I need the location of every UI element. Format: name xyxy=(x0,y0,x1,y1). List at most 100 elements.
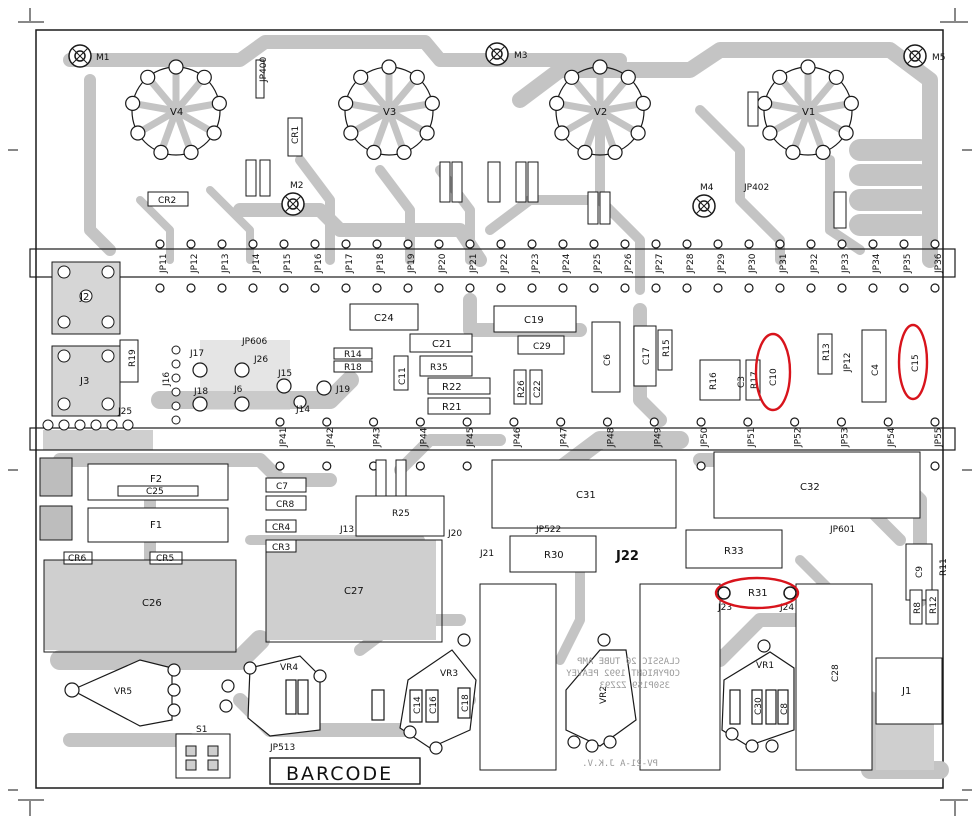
label-jp513: JP513 xyxy=(269,743,295,753)
label-c21: C21 xyxy=(432,339,452,350)
socket-pin xyxy=(785,144,801,160)
jumper-jp45: JP45 xyxy=(462,417,476,471)
label-j20: J20 xyxy=(447,529,462,539)
label-jp31: JP31 xyxy=(779,253,789,274)
socket-pin xyxy=(130,125,146,141)
label-jp20: JP20 xyxy=(438,253,448,274)
header-rails xyxy=(29,248,956,451)
label-r11: R11 xyxy=(939,558,949,576)
jumper-jp42: JP42 xyxy=(322,417,336,471)
jumper-pad xyxy=(322,461,332,471)
top-small-parts xyxy=(147,59,847,229)
label-c15: C15 xyxy=(911,354,921,372)
jumper-jp28: JP28 xyxy=(682,239,696,293)
label-v4: V4 xyxy=(170,107,183,118)
tube-socket-v2: V2 xyxy=(549,59,651,160)
label-vr3: VR3 xyxy=(440,669,458,679)
jumper-jp15: JP15 xyxy=(279,239,293,293)
pin-row-left xyxy=(42,419,134,431)
jumper-pad xyxy=(930,461,940,471)
silk-line-3: 3S0P1S9 Z2Z93 xyxy=(600,681,670,691)
jumper-pad xyxy=(248,239,258,249)
jumper-pad xyxy=(496,283,506,293)
label-c17: C17 xyxy=(642,347,652,365)
jumper-jp13: JP13 xyxy=(217,239,231,293)
label-f1: F1 xyxy=(150,520,162,531)
socket-pin xyxy=(757,95,773,111)
socket-pin xyxy=(206,125,222,141)
label-c7: C7 xyxy=(276,482,288,492)
jumper-pad xyxy=(775,283,785,293)
jumper-pad xyxy=(527,283,537,293)
mounting-hole-m5: M5 xyxy=(903,44,946,68)
socket-pin xyxy=(592,59,608,75)
jumper-jp36: JP36 xyxy=(930,239,944,293)
label-j15: J15 xyxy=(277,369,292,379)
jumper-pad xyxy=(322,417,332,427)
label-cr4: CR4 xyxy=(272,523,291,533)
jumper-pad xyxy=(462,461,472,471)
jumper-jp25: JP25 xyxy=(589,239,603,293)
label-c18: C18 xyxy=(461,694,471,712)
jumper-jp26: JP26 xyxy=(620,239,634,293)
hole-cross xyxy=(284,195,302,213)
label-jp32: JP32 xyxy=(810,253,820,274)
jumper-pad xyxy=(155,239,165,249)
jumper-pad xyxy=(509,417,519,427)
label-jp34: JP34 xyxy=(872,253,882,274)
jumper-pad xyxy=(310,283,320,293)
label-cr3: CR3 xyxy=(272,543,290,553)
label-jp43: JP43 xyxy=(373,427,383,448)
jumper-pad xyxy=(930,239,940,249)
jumper-pad xyxy=(465,239,475,249)
label-jp47: JP47 xyxy=(560,427,570,448)
jumper-pad xyxy=(589,239,599,249)
fuse-area xyxy=(39,457,445,653)
socket-pin xyxy=(140,69,156,85)
socket-pin xyxy=(168,59,184,75)
label-c25: C25 xyxy=(146,487,164,497)
jumper-pad xyxy=(836,417,847,427)
label-f2: F2 xyxy=(150,474,162,485)
jumper-pad xyxy=(186,283,196,293)
jumper-pad xyxy=(899,283,909,293)
jumper-jp18: JP18 xyxy=(372,239,386,293)
jumper-pad xyxy=(415,461,425,471)
label-vr1: VR1 xyxy=(756,661,774,671)
label-jp26: JP26 xyxy=(624,253,634,274)
jumper-pad xyxy=(275,417,285,427)
jumper-pad xyxy=(651,283,661,293)
label-vr4: VR4 xyxy=(280,663,298,673)
label-r30: R30 xyxy=(544,550,564,561)
jumper-pad xyxy=(899,239,909,249)
jumper-pad xyxy=(649,417,659,427)
jumper-pad xyxy=(462,417,472,427)
label-jp36: JP36 xyxy=(934,253,944,274)
jumper-pad xyxy=(790,417,800,427)
label-jp19: JP19 xyxy=(407,253,417,274)
label-c27: C27 xyxy=(344,586,364,597)
socket-pin xyxy=(607,144,623,160)
jumper-jp41: JP41 xyxy=(275,417,289,471)
label-c11: C11 xyxy=(398,367,408,385)
label-r15: R15 xyxy=(662,339,672,357)
label-jp14: JP14 xyxy=(252,253,262,274)
label-c9: C9 xyxy=(915,566,925,578)
jumper-pad xyxy=(248,283,258,293)
jumper-jp19: JP19 xyxy=(403,239,417,293)
jumper-pad xyxy=(744,283,754,293)
jumper-pad xyxy=(434,283,444,293)
highlight-marks xyxy=(714,323,929,610)
label-jp12: JP12 xyxy=(190,253,200,274)
jumper-jp16: JP16 xyxy=(310,239,324,293)
socket-pin xyxy=(183,144,199,160)
socket-pin xyxy=(762,125,778,141)
jumper-pad xyxy=(743,417,753,427)
label-jp30: JP30 xyxy=(748,253,758,274)
label-r19: R19 xyxy=(128,349,138,367)
jumper-jp24: JP24 xyxy=(558,239,572,293)
jumper-pad xyxy=(696,461,706,471)
jumper-pad xyxy=(589,283,599,293)
